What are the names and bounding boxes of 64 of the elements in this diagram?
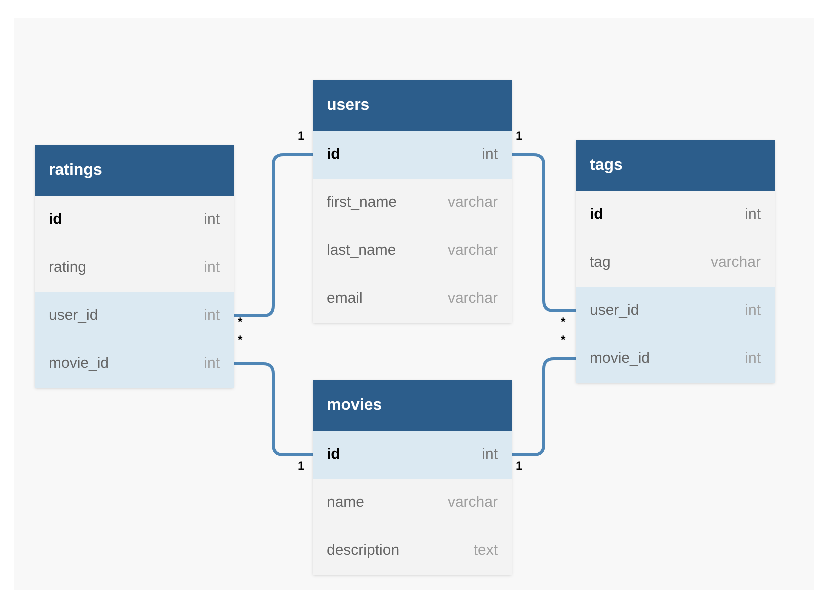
column-name: id: [327, 444, 340, 465]
column-name: id: [590, 204, 604, 225]
cardinality-label: 1: [516, 460, 523, 472]
column-type: int: [482, 444, 498, 465]
column-name: user_id: [590, 300, 640, 321]
column-type: int: [745, 204, 761, 225]
column-name: movie_id: [590, 348, 650, 369]
column-name: description: [327, 540, 400, 561]
column-type: varchar: [448, 288, 498, 309]
column-name: tag: [590, 252, 611, 273]
table-row: [35, 196, 234, 244]
cardinality-label: *: [238, 316, 243, 328]
table-row: [313, 179, 512, 227]
table-row: [35, 244, 234, 292]
column-type: int: [745, 300, 761, 321]
table-header: tags: [576, 140, 775, 191]
table-header: ratings: [35, 145, 234, 196]
column-name: rating: [49, 258, 87, 278]
table-card: [35, 145, 234, 388]
column-type: varchar: [448, 240, 498, 261]
cardinality-label: *: [561, 334, 566, 346]
cardinality-label: 1: [298, 130, 305, 142]
table-row: [576, 335, 775, 383]
table-header: movies: [313, 380, 512, 431]
table-card: [313, 380, 512, 575]
table-row: [313, 527, 512, 575]
cardinality-label: 1: [298, 460, 305, 472]
relationship-line: [234, 154, 313, 318]
column-name: name: [327, 492, 365, 513]
column-name: id: [49, 210, 62, 230]
table-row: [35, 292, 234, 340]
column-type: varchar: [448, 492, 498, 513]
cardinality-label: 1: [516, 130, 523, 142]
relationship-line: [512, 154, 576, 312]
column-name: email: [327, 288, 363, 309]
column-type: varchar: [710, 252, 761, 273]
column-type: varchar: [448, 192, 498, 213]
column-name: user_id: [49, 306, 98, 326]
table-row: [313, 275, 512, 323]
table-row: [313, 431, 512, 479]
table-card: [576, 140, 775, 383]
column-name: id: [327, 144, 340, 165]
table-row: [576, 191, 775, 239]
column-name: first_name: [327, 192, 398, 213]
cardinality-label: *: [561, 316, 566, 328]
column-type: int: [482, 144, 498, 165]
column-type: int: [204, 258, 220, 278]
column-name: movie_id: [49, 354, 110, 374]
relationship-line: [512, 358, 576, 456]
column-type: int: [204, 210, 220, 230]
column-type: int: [204, 306, 220, 326]
table-row: [576, 287, 775, 335]
column-type: text: [474, 540, 498, 561]
table-card: [313, 80, 512, 323]
table-row: [35, 340, 234, 388]
table-header: users: [313, 80, 512, 131]
table-row: [576, 239, 775, 287]
column-type: int: [204, 354, 220, 374]
table-row: [313, 479, 512, 527]
relationship-line: [234, 362, 313, 456]
column-type: int: [745, 348, 761, 369]
column-name: last_name: [327, 240, 396, 261]
cardinality-label: *: [238, 334, 243, 346]
table-row: [313, 131, 512, 179]
